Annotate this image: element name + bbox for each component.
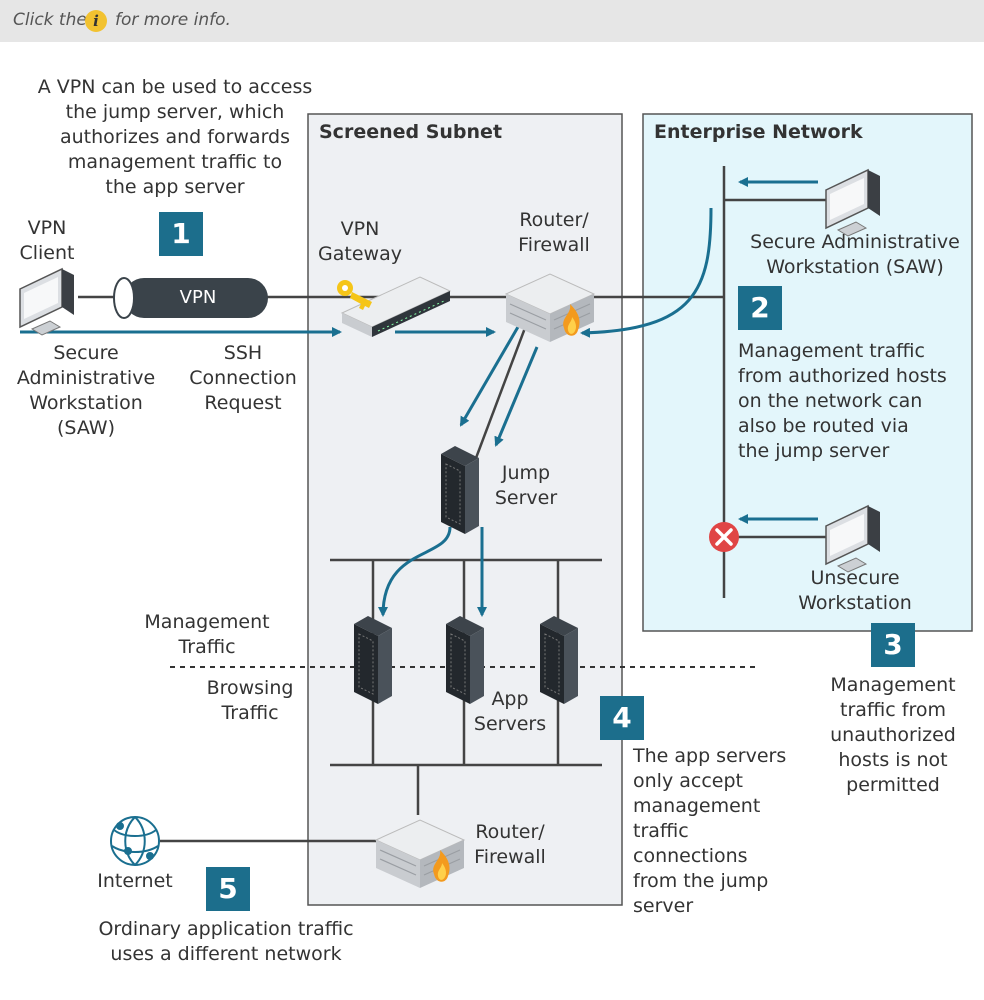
blocked-x-icon [709, 522, 739, 552]
ssh-label: SSH Connection Request [189, 342, 297, 414]
callout-2-text: Management traffic from authorized hosts… [738, 340, 947, 462]
callout-4-badge[interactable]: 4 [600, 696, 644, 740]
saw-left-monitor-icon [19, 268, 75, 336]
internet-label: Internet [97, 870, 173, 892]
browsing-traffic-label: Browsing Traffic [206, 677, 294, 724]
vpn-tunnel [124, 278, 268, 318]
unsecure-workstation-label: Unsecure Workstation [798, 567, 912, 614]
app-server-1-icon [353, 615, 393, 705]
management-traffic-label: Management Traffic [144, 611, 270, 658]
info-icon[interactable]: i [85, 10, 107, 32]
key-icon [337, 280, 372, 310]
enterprise-network-title: Enterprise Network [654, 121, 863, 143]
saw-right-label: Secure Administrative Workstation (SAW) [750, 231, 960, 278]
callout-5-text: Ordinary application traffic uses a diff… [98, 918, 354, 965]
callout-5-badge[interactable]: 5 [206, 867, 250, 911]
app-servers-label: App Servers [473, 688, 547, 735]
callout-3-badge[interactable]: 3 [871, 623, 915, 667]
internet-globe-icon [110, 816, 160, 866]
router-top-label: Router/ Firewall [518, 209, 590, 256]
callout-3-text: Management traffic from unauthorized hos… [830, 674, 956, 796]
vpn-client-label: VPN Client [19, 217, 75, 264]
callout-1-badge[interactable]: 1 [159, 212, 203, 256]
router-bottom-label: Router/ Firewall [474, 821, 546, 868]
traffic-arrows [20, 177, 818, 617]
hint-bar: Click the i for more info. [0, 0, 984, 42]
screened-subnet-title: Screened Subnet [319, 121, 503, 143]
callout-2-badge[interactable]: 2 [738, 286, 782, 330]
saw-left-label: Secure Administrative Workstation (SAW) [16, 342, 156, 439]
hint-text-after: for more info. [115, 10, 231, 30]
callout-1-text: A VPN can be used to access the jump ser… [37, 76, 313, 198]
callout-4-text: The app servers only accept management t… [633, 745, 787, 917]
vpn-gateway-label: VPN Gateway [318, 218, 402, 265]
hint-text-before: Click the [13, 10, 87, 30]
vpn-tunnel-label: VPN [179, 287, 217, 308]
jump-server-label: Jump Server [494, 462, 558, 509]
jump-server-icon [440, 445, 480, 535]
